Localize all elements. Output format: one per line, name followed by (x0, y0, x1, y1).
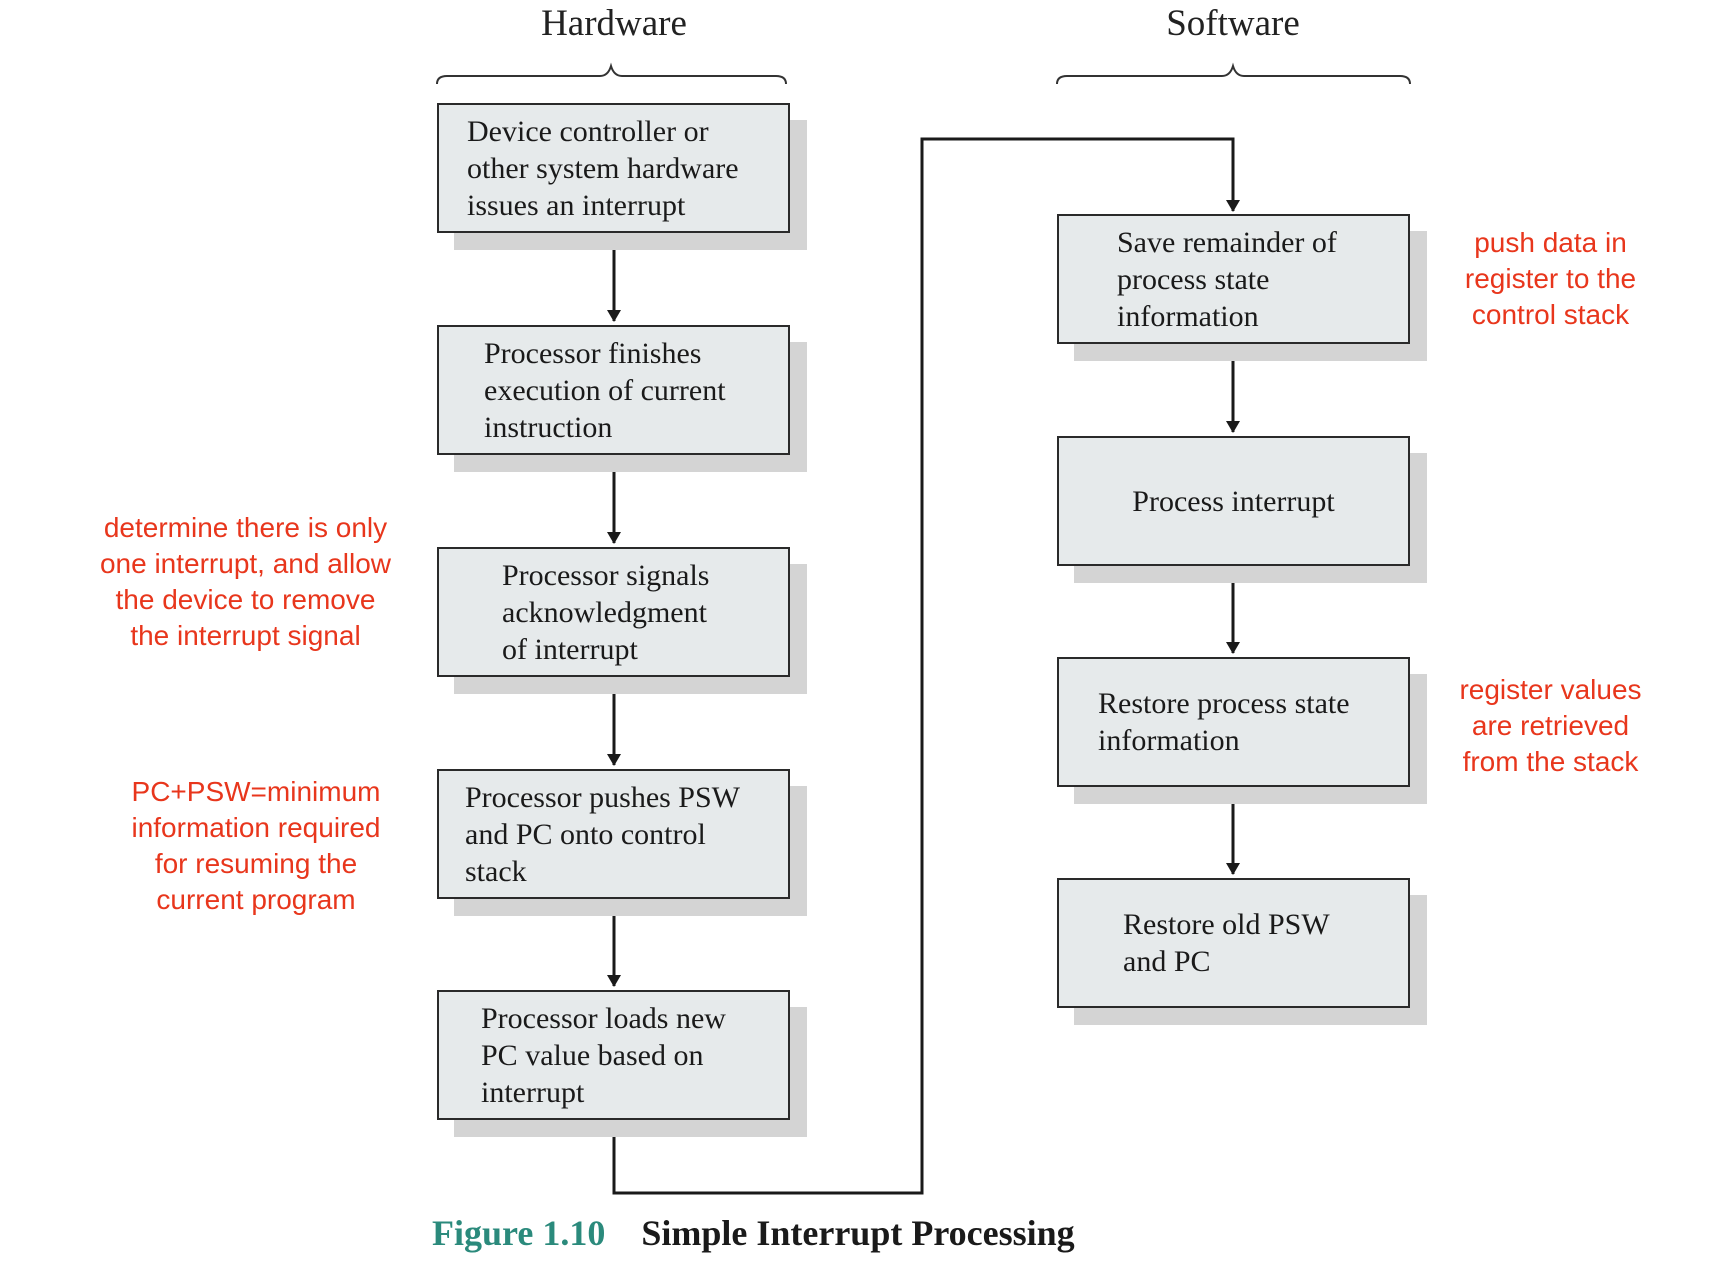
step-box-interrupt-issued: Device controller or other system hardwa… (437, 103, 807, 250)
step-box-push-psw-pc: Processor pushes PSW and PC onto control… (437, 769, 807, 916)
step-text: Processor finishes execution of current … (484, 336, 726, 444)
step-text: Processor loads new PC value based on in… (481, 1001, 726, 1109)
step-text: Process interrupt (1132, 484, 1335, 518)
step-text: Processor pushes PSW and PC onto control… (465, 780, 740, 888)
connector-hw-to-sw (612, 137, 1240, 1195)
figure-number: Figure 1.10 (432, 1213, 606, 1253)
step-text: Device controller or other system hardwa… (467, 114, 739, 222)
step-text: Save remainder of process state informat… (1117, 225, 1337, 333)
hardware-brace (436, 62, 787, 85)
annotation-restore: register values are retrieved from the s… (1459, 674, 1642, 777)
step-text: Processor signals acknowledgment of inte… (502, 558, 710, 666)
software-brace (1056, 62, 1411, 85)
step-text: Restore process state information (1098, 687, 1350, 757)
step-box-restore-psw-pc: Restore old PSW and PC (1057, 878, 1427, 1025)
figure-caption: Figure 1.10 Simple Interrupt Processing (432, 1212, 1075, 1254)
annotation-acknowledge: determine there is only one interrupt, a… (99, 512, 392, 651)
hardware-heading: Hardware (541, 3, 687, 44)
software-heading: Software (1166, 3, 1300, 44)
step-box-restore-state: Restore process state information (1057, 657, 1427, 804)
step-box-finish-instruction: Processor finishes execution of current … (437, 325, 807, 472)
step-box-process-interrupt: Process interrupt (1057, 436, 1427, 583)
step-box-load-pc: Processor loads new PC value based on in… (437, 990, 807, 1137)
figure-title: Simple Interrupt Processing (641, 1213, 1075, 1253)
annotation-save: push data in register to the control sta… (1464, 227, 1637, 330)
annotation-push: PC+PSW=minimum information required for … (131, 776, 381, 915)
step-text: Restore old PSW and PC (1123, 908, 1330, 978)
step-box-acknowledge: Processor signals acknowledgment of inte… (437, 547, 807, 694)
step-box-save-state: Save remainder of process state informat… (1057, 214, 1427, 361)
